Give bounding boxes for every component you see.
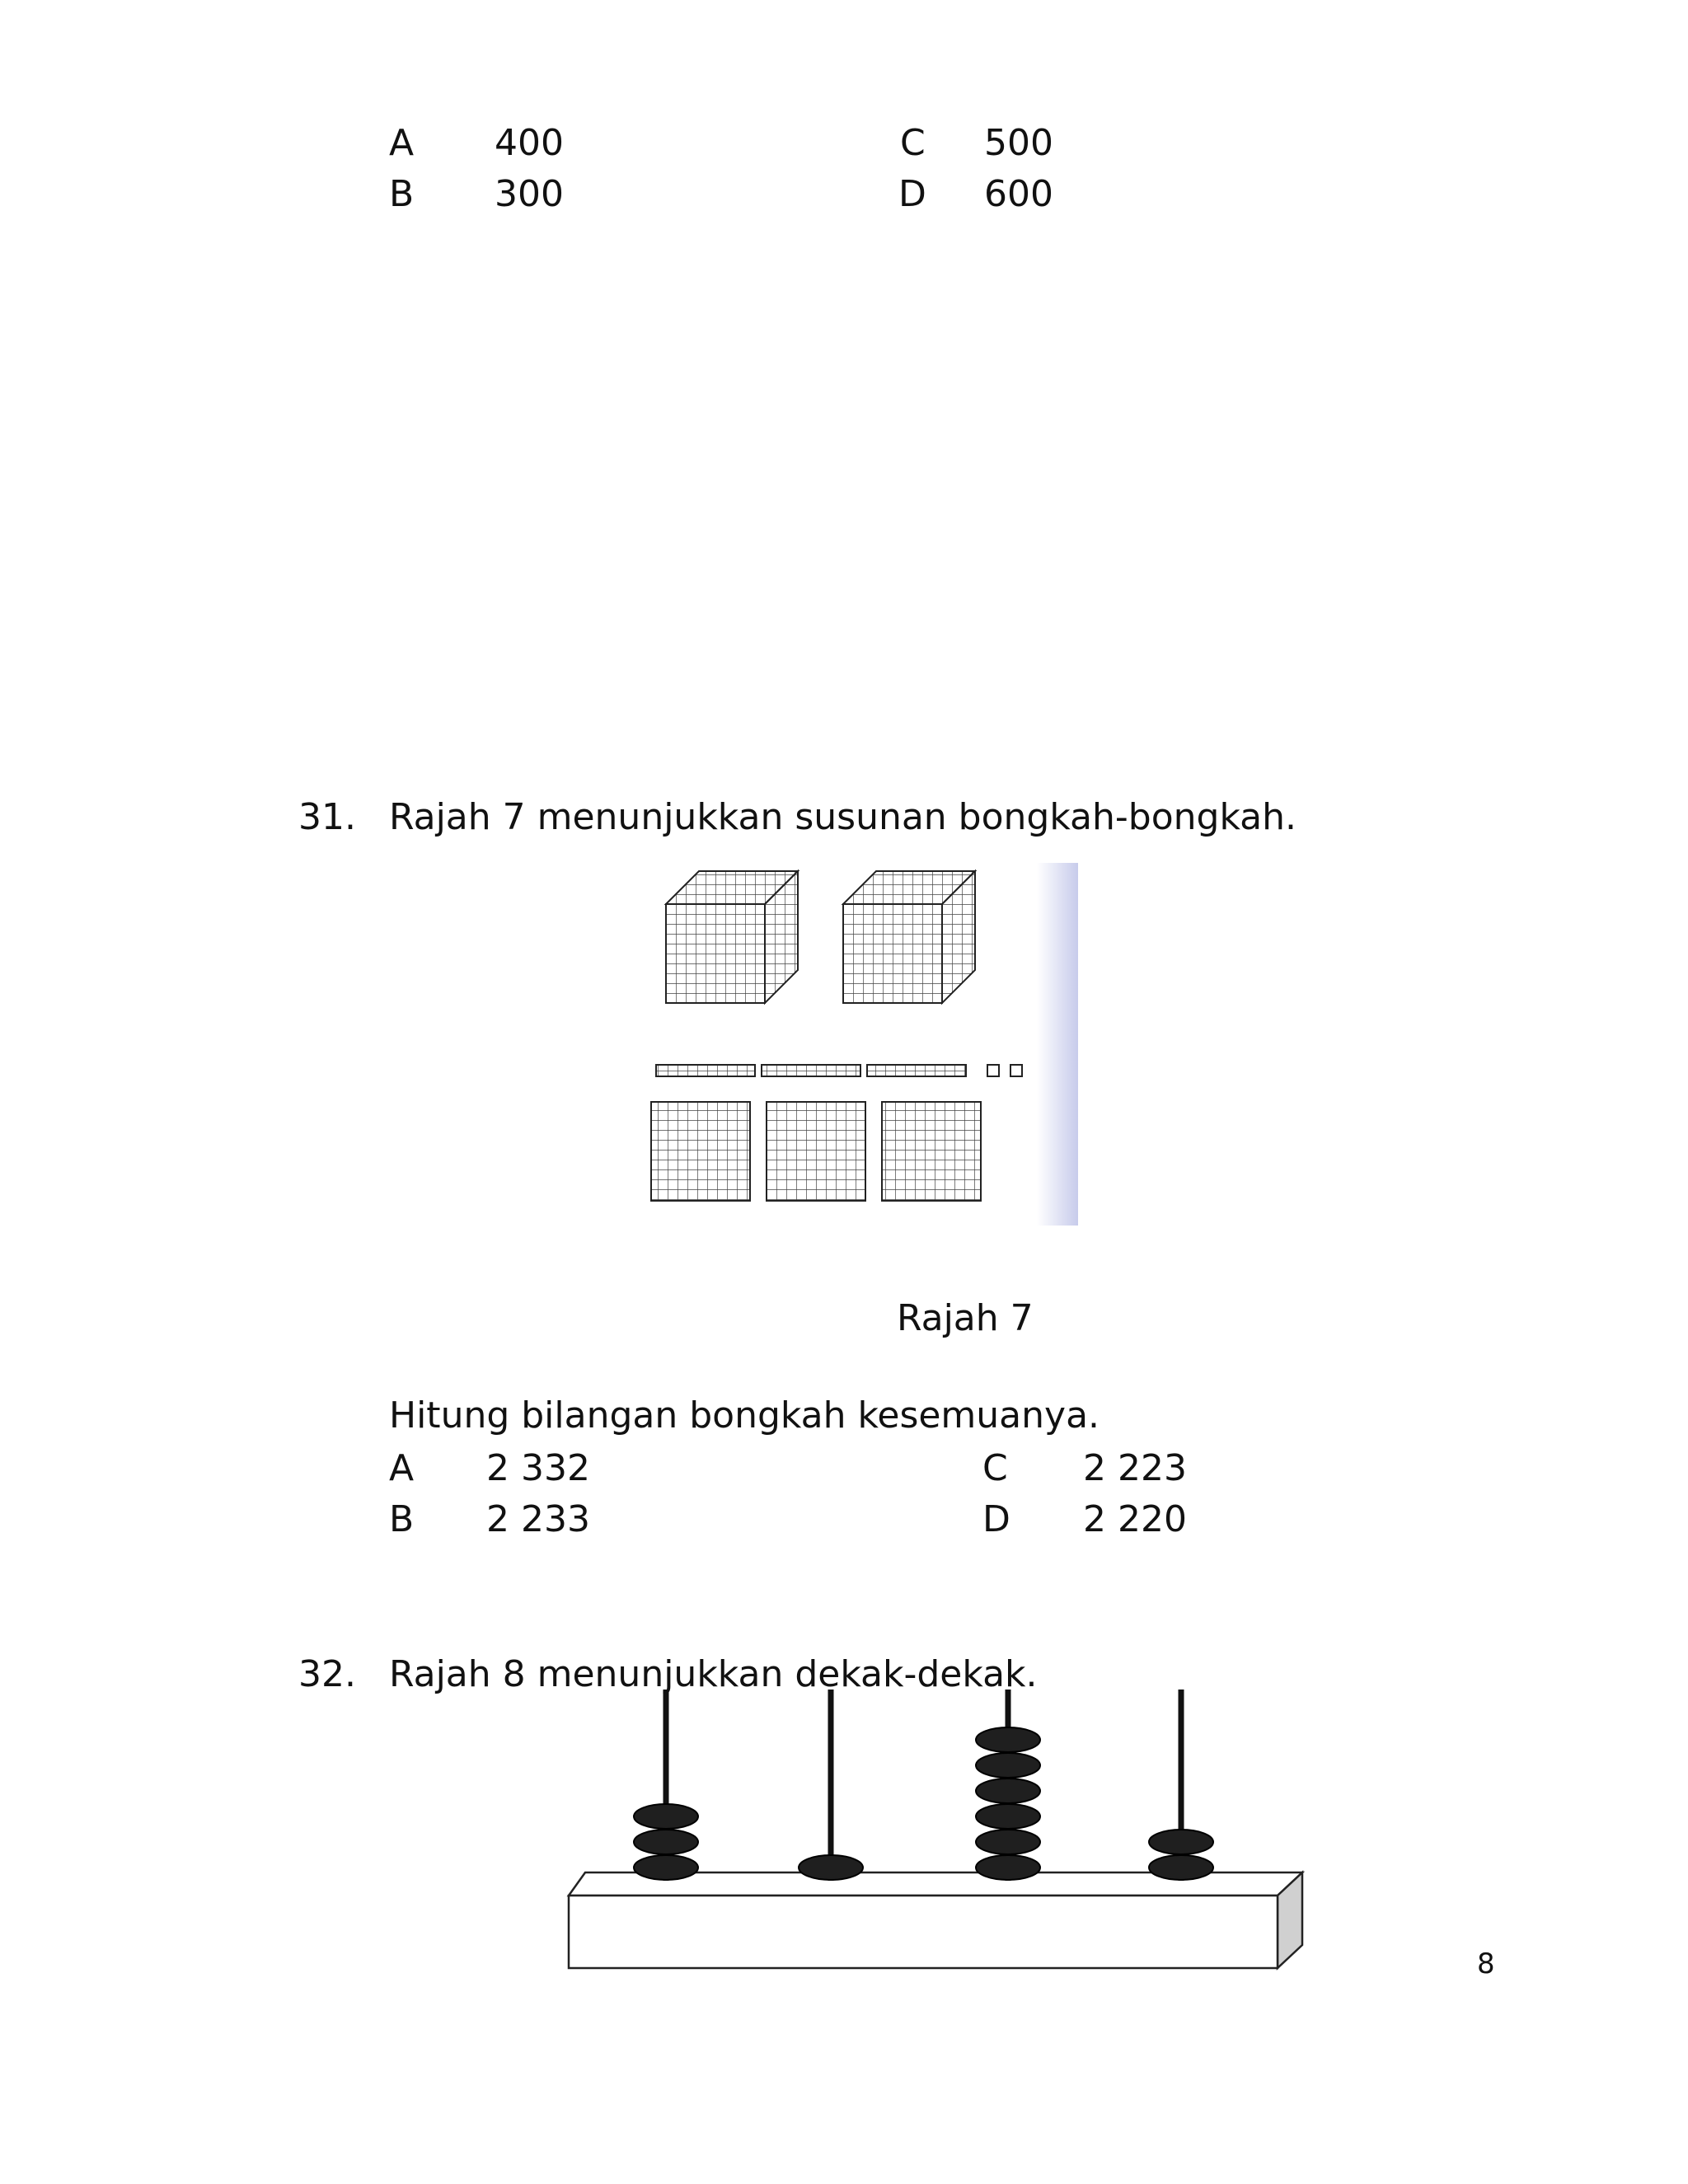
abacus-bead [975,1829,1041,1855]
q31-question-text: Rajah 7 menunjukkan susunan bongkah-bong… [389,796,1296,838]
q32-number: 32. [298,1653,356,1695]
unit-cube [1010,1064,1023,1077]
q31-option-d-value: 2 220 [1083,1498,1187,1540]
abacus-bead [1148,1829,1214,1855]
unit-cube [987,1064,1000,1077]
abacus-bead [975,1854,1041,1881]
ten-rod [655,1064,756,1077]
q30-option-b-value: 300 [495,173,564,215]
ten-rod [761,1064,861,1077]
q31-option-c-value: 2 223 [1083,1447,1187,1489]
q31-option-d-letter: D [982,1498,1010,1540]
q30-option-b-letter: B [389,173,415,215]
thousand-cube [663,869,800,1005]
q31-option-a-letter: A [389,1447,415,1489]
q32-question-text: Rajah 8 menunjukkan dekak-dekak. [389,1653,1038,1695]
rajah-8-abacus-figure [566,1690,1306,1971]
abacus-base [566,1870,1306,1971]
q30-option-c-value: 500 [984,122,1053,164]
q31-option-a-value: 2 332 [486,1447,590,1489]
q31-option-c-letter: C [982,1447,1008,1489]
thousand-cube [841,869,978,1005]
abacus-bead [633,1829,699,1855]
q30-option-c-letter: C [900,122,926,164]
hundred-flat [766,1101,866,1202]
page-number: 8 [1477,1947,1495,1980]
q31-number: 31. [298,796,356,838]
abacus-bead [1148,1854,1214,1881]
abacus-bead [798,1854,864,1881]
abacus-bead [633,1803,699,1830]
q30-option-a-value: 400 [495,122,564,164]
abacus-bead [975,1778,1041,1804]
hundred-flat [650,1101,751,1202]
abacus-bead [975,1727,1041,1753]
q30-option-d-value: 600 [984,173,1053,215]
q31-instruction: Hitung bilangan bongkah kesemuanya. [389,1394,1100,1436]
abacus-bead [975,1752,1041,1779]
rajah-7-caption: Rajah 7 [897,1297,1034,1339]
ten-rod [866,1064,967,1077]
hundred-flat [881,1101,982,1202]
q30-option-a-letter: A [389,122,415,164]
q30-option-d-letter: D [898,173,926,215]
q31-option-b-letter: B [389,1498,415,1540]
abacus-bead [975,1803,1041,1830]
q31-option-b-value: 2 233 [486,1498,590,1540]
rajah-7-blocks-figure [650,863,1078,1226]
abacus-bead [633,1854,699,1881]
